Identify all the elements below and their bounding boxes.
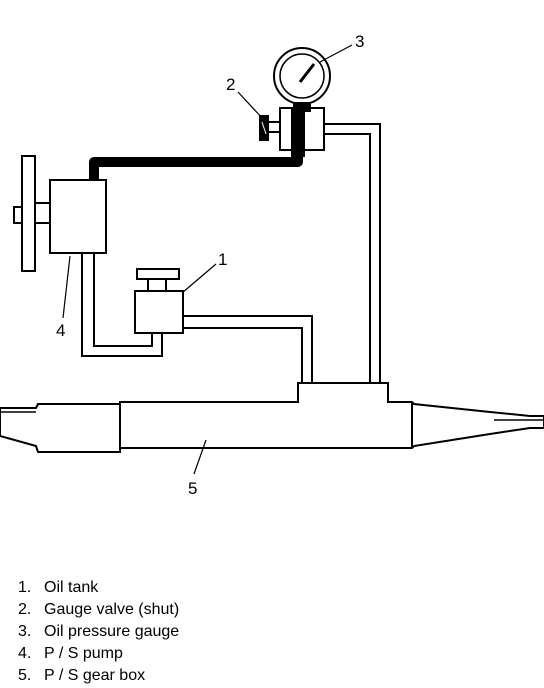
pump-body [49,179,107,254]
oil-tank-body [134,290,184,334]
leader-line-5 [193,439,207,475]
power-steering-pressure-test-diagram: 1 2 3 4 5 [0,32,544,498]
legend-label: Oil pressure gauge [44,623,180,640]
legend-label: Gauge valve (shut) [44,601,180,618]
gauge-valve-stem [267,121,281,133]
callout-1: 1 [218,250,227,269]
legend-item-oil-tank: 1. Oil tank [18,577,179,599]
gauge-outlet-line-outer [322,123,381,383]
gauge-needle [298,63,316,83]
legend-item-ps-pump: 4. P / S pump [18,643,179,665]
leader-line-1 [181,263,217,294]
pump-suction-hose-inner [93,253,153,347]
pump-hub [34,202,51,224]
hoses [81,123,381,383]
legend-number: 4. [18,645,32,662]
legend-number: 5. [18,667,32,684]
legend-number: 2. [18,601,32,618]
ps-gear-box [0,382,544,453]
gauge-stem [293,102,311,112]
gauge-outlet-line-inner [322,133,371,383]
gauge-fitting-center [291,107,305,157]
ps-pump [13,155,107,272]
legend-item-ps-gear-box: 5. P / S gear box [18,665,179,687]
pump-suction-hose-outer [81,253,163,357]
legend-item-gauge-valve: 2. Gauge valve (shut) [18,599,179,621]
oil-pressure-gauge [273,47,331,112]
oil-tank [134,268,184,334]
legend-label: P / S gear box [44,667,146,684]
oil-tank-neck [147,278,167,292]
gauge-face [279,53,325,99]
gear-box-housing [0,382,544,453]
gauge-valve [259,107,325,157]
leader-line-2 [237,91,265,121]
callout-4: 4 [56,321,65,340]
leader-lines [62,44,353,475]
return-hose-inner [183,327,303,383]
legend-item-oil-pressure-gauge: 3. Oil pressure gauge [18,621,179,643]
legend-label: P / S pump [44,645,123,662]
legend-label: Oil tank [44,579,99,596]
callout-3: 3 [355,32,364,51]
legend-number: 3. [18,623,32,640]
parts-legend: 1. Oil tank 2. Gauge valve (shut) 3. Oil… [18,577,179,687]
leader-line-4 [62,255,71,319]
callout-2: 2 [226,75,235,94]
legend-number: 1. [18,579,32,596]
pump-shaft [13,206,23,224]
return-hose-outer [183,315,313,383]
callout-5: 5 [188,479,197,498]
pump-pulley [21,155,36,272]
leader-line-3 [319,44,353,63]
oil-tank-cap [136,268,180,280]
gauge-valve-knob-grip [261,121,267,135]
